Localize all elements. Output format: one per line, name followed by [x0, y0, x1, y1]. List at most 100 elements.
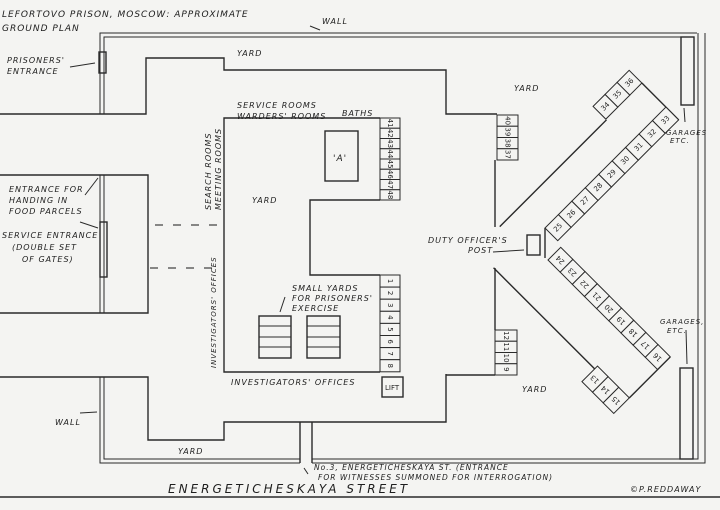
block-a	[324, 130, 359, 182]
annotation-arrows	[69, 25, 688, 475]
cell-number: 6	[386, 339, 394, 344]
cell-number: 47	[386, 180, 394, 189]
cell-number: 1	[386, 279, 394, 283]
label-duty-officer-2: POST	[468, 246, 493, 255]
cell-number: 11	[502, 342, 510, 351]
label-witness-entrance: No.3, ENERGETICHESKAYA ST. (ENTRANCE	[314, 463, 509, 472]
cell-number: 13	[589, 373, 601, 385]
cell-number: 15	[610, 394, 622, 406]
small-exercise-yards	[258, 315, 341, 359]
cell-number: 12	[502, 331, 510, 340]
label-yard-bottom: YARD	[178, 447, 203, 456]
cell-number: 30	[619, 154, 631, 166]
cell-9	[494, 363, 518, 376]
cell-16	[644, 343, 671, 371]
cell-number: 17	[640, 339, 652, 351]
cell-number: 23	[567, 266, 579, 278]
cell-number: 20	[603, 302, 615, 314]
label-food-entrance-2: HANDING IN	[9, 196, 68, 205]
cell-number: 31	[633, 141, 645, 153]
cells-9-12: 12 11 10 9	[494, 329, 518, 376]
cell-number: 45	[386, 160, 394, 169]
cell-number: 27	[579, 195, 591, 207]
cell-33	[651, 106, 680, 134]
cell-number: 37	[504, 150, 512, 159]
label-food-entrance: ENTRANCE FOR	[9, 185, 84, 194]
label-prisoners-entrance-2: ENTRANCE	[7, 67, 59, 76]
label-witness-entrance-2: FOR WITNESSES SUMMONED FOR INTERROGATION…	[318, 473, 553, 482]
label-yard-right-bottom: YARD	[522, 385, 547, 394]
label-garages-top: GARAGES	[666, 129, 707, 137]
label-small-yards-3: EXERCISE	[292, 304, 339, 313]
cell-number: 35	[611, 89, 623, 101]
label-warders-rooms: WARDERS' ROOMS	[237, 112, 326, 121]
label-service-entrance-2: (DOUBLE SET	[12, 243, 77, 252]
cell-number: 29	[606, 168, 618, 180]
label-service-entrance: SERVICE ENTRANCE	[2, 231, 98, 240]
label-garages-bottom: GARAGES,	[660, 318, 704, 326]
label-yard-right-top: YARD	[514, 84, 539, 93]
cell-number: 9	[502, 367, 510, 371]
cell-number: 18	[627, 327, 639, 339]
duty-officer-post	[526, 234, 541, 256]
label-yard-inner: YARD	[252, 196, 277, 205]
cell-36	[616, 69, 643, 96]
label-small-yards: SMALL YARDS	[292, 284, 358, 293]
label-service-rooms: SERVICE ROOMS	[237, 101, 317, 110]
cell-number: 2	[386, 291, 394, 295]
cell-number: 42	[386, 129, 394, 138]
building-outline	[0, 57, 546, 463]
cell-number: 33	[660, 114, 672, 126]
perimeter-wall	[99, 32, 706, 464]
cell-number: 44	[386, 149, 394, 158]
cell-number: 22	[579, 278, 591, 290]
label-investigators-offices: INVESTIGATORS' OFFICES	[231, 378, 355, 387]
cell-number: 48	[386, 190, 394, 199]
cell-number: 10	[502, 354, 510, 363]
cell-number: 25	[552, 222, 564, 234]
cell-number: 41	[386, 119, 394, 128]
label-garages-top-2: ETC.	[670, 137, 690, 145]
prisoners-entrance-gate	[98, 51, 107, 74]
cell-number: 19	[615, 315, 627, 327]
label-service-entrance-3: OF GATES)	[22, 255, 74, 264]
label-search-rooms: SEARCH ROOMS	[204, 133, 213, 210]
cell-37	[496, 148, 519, 161]
lift-box	[381, 376, 404, 398]
label-garages-bottom-2: ETC.	[667, 327, 687, 335]
label-block-a: 'A'	[333, 154, 347, 164]
cell-number: 28	[592, 181, 604, 193]
cell-number: 7	[386, 351, 394, 355]
cell-number: 32	[646, 128, 658, 140]
cell-8	[379, 359, 401, 373]
label-investigators-offices-side: INVESTIGATORS' OFFICES	[210, 256, 218, 368]
cell-15	[602, 386, 631, 415]
garages-bottom	[679, 367, 694, 460]
cell-number: 3	[386, 303, 394, 307]
plan-subtitle: GROUND PLAN	[2, 24, 80, 34]
cell-number: 21	[591, 290, 603, 302]
cell-48	[379, 189, 401, 201]
copyright: ©P.REDDAWAY	[630, 485, 702, 494]
cell-number: 8	[386, 364, 394, 368]
label-street: ENERGETICHESKAYA STREET	[168, 482, 410, 496]
garages-top	[680, 36, 695, 106]
cell-number: 38	[504, 139, 512, 148]
plan-title: LEFORTOVO PRISON, MOSCOW: APPROXIMATE	[2, 10, 249, 20]
label-small-yards-2: FOR PRISONERS'	[292, 294, 373, 303]
label-yard-top: YARD	[237, 49, 262, 58]
cell-number: 43	[386, 139, 394, 148]
label-prisoners-entrance: PRISONERS'	[7, 56, 65, 65]
label-wall-bottom: WALL	[55, 418, 81, 427]
cell-number: 4	[386, 315, 394, 320]
label-baths: BATHS	[342, 109, 373, 118]
cell-number: 46	[386, 170, 394, 179]
cell-number: 40	[504, 116, 512, 125]
